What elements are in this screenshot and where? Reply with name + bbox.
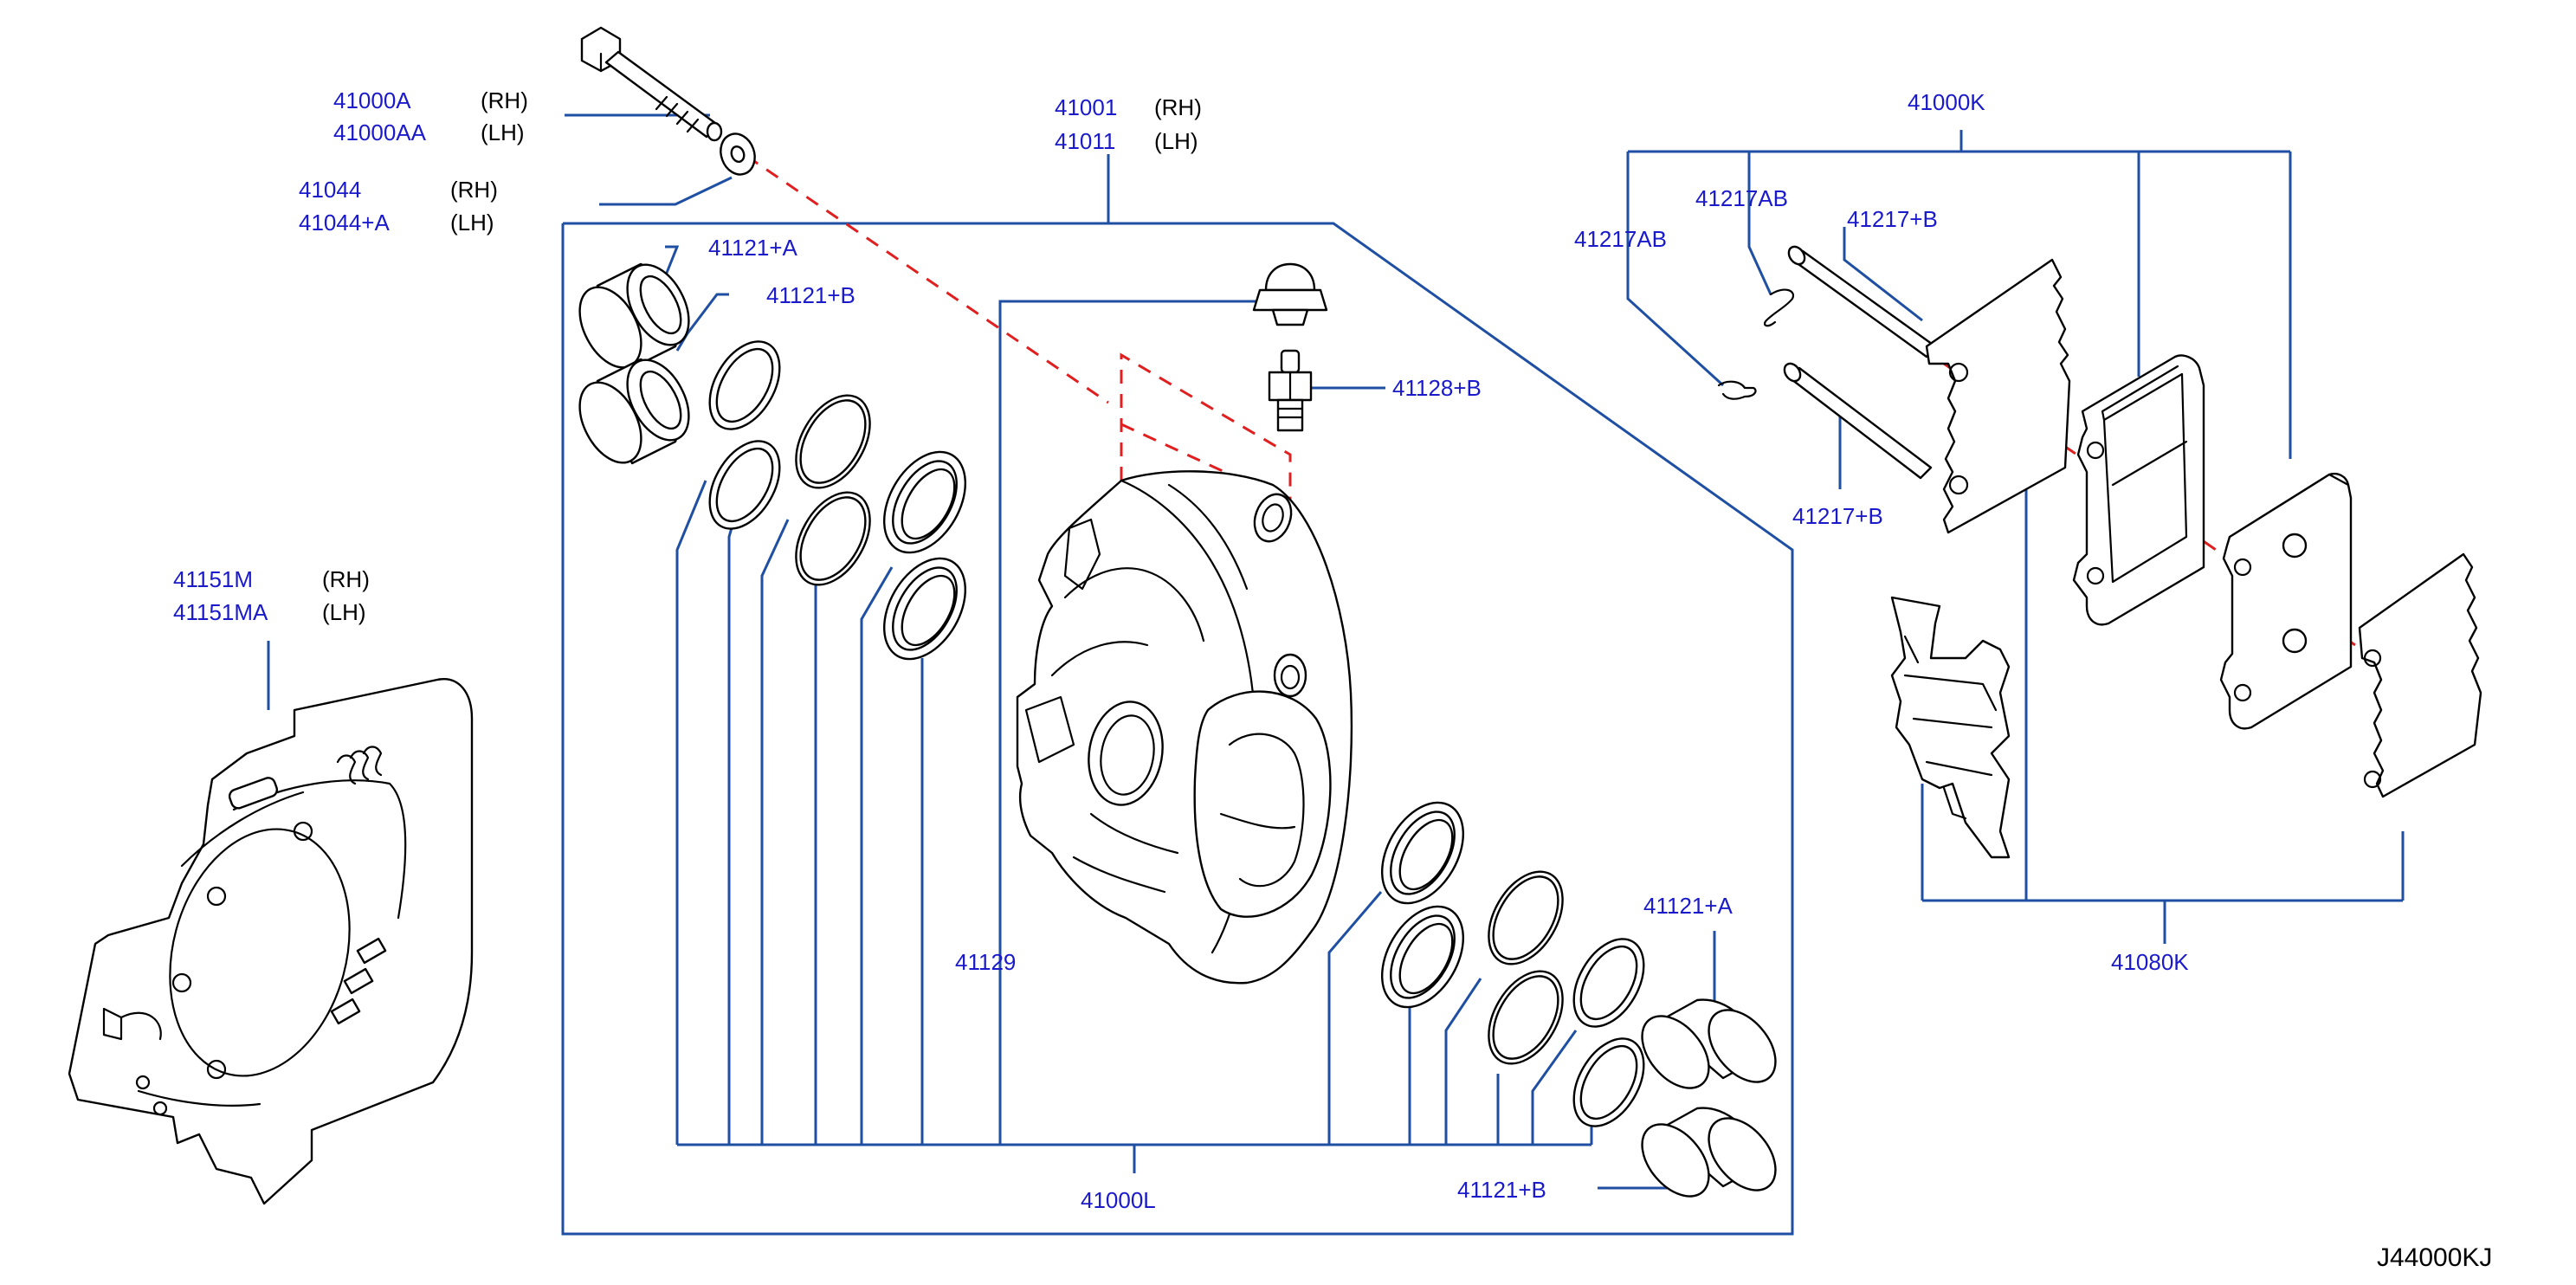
piston-icon[interactable] [567,350,701,473]
seal-ring-icon[interactable] [781,383,885,500]
shim-icon[interactable] [1925,258,2071,534]
label-seal-kit[interactable]: 41000L [1081,1187,1156,1213]
label-washer-lh-side: (LH) [450,210,494,236]
brake-pad-icon[interactable] [2072,354,2205,626]
seal-ring-icon[interactable] [868,544,982,673]
bleeder-screw-icon[interactable] [1268,349,1313,432]
caliper-icon[interactable] [1016,470,1353,985]
label-splash-lh[interactable]: 41151MA [173,599,268,625]
seal-ring-icon[interactable] [695,429,794,540]
label-bolt-lh[interactable]: 41000AA [333,119,427,145]
label-pin-a[interactable]: 41217+B [1847,206,1938,232]
label-bolt-lh-side: (LH) [481,119,525,145]
brake-pad-icon[interactable] [2219,473,2353,730]
splash-shield-icon[interactable] [68,678,474,1205]
pad-pin-icon[interactable] [1785,243,1937,358]
label-caliper-rh[interactable]: 41001 [1055,94,1117,120]
seal-ring-icon[interactable] [1365,892,1480,1021]
label-bolt-rh-side: (RH) [481,87,528,113]
anti-rattle-spring-icon[interactable] [1890,596,2011,859]
label-clip-a[interactable]: 41217AB [1695,185,1788,211]
label-piston-a-top[interactable]: 41121+A [708,235,798,261]
label-caliper-lh[interactable]: 41011 [1055,128,1115,154]
seal-ring-icon[interactable] [695,329,794,441]
seal-ring-icon[interactable] [1474,959,1578,1076]
label-piston-a-bottom[interactable]: 41121+A [1643,893,1733,919]
clip-icon[interactable] [1763,288,1795,327]
label-piston-b-bottom[interactable]: 41121+B [1457,1177,1546,1203]
seal-ring-icon[interactable] [1365,788,1480,917]
piston-icon[interactable] [1629,998,1789,1101]
label-bleeder[interactable]: 41128+B [1392,375,1482,401]
label-splash-lh-side: (LH) [322,599,366,625]
part-labels: 41000A (RH) 41000AA (LH) 41044 (RH) 4104… [173,87,2492,1272]
bolt-icon[interactable] [580,26,723,142]
label-washer-rh-side: (RH) [450,177,498,203]
label-piston-b-top[interactable]: 41121+B [766,282,855,308]
label-washer-lh[interactable]: 41044+A [299,210,390,236]
label-pad-set[interactable]: 41080K [2111,949,2189,975]
seal-ring-icon[interactable] [868,437,982,566]
label-splash-rh-side: (RH) [322,566,370,592]
label-pin-b[interactable]: 41217+B [1792,503,1883,529]
label-clip-b[interactable]: 41217AB [1574,226,1667,252]
leader-lines [267,113,2405,1236]
diagram-code: J44000KJ [2377,1243,2492,1272]
piston-icon[interactable] [567,255,701,378]
label-bleeder-cap[interactable]: 41129 [955,949,1016,975]
pad-pin-icon[interactable] [1781,360,1933,480]
bleeder-cap-icon[interactable] [1252,262,1328,326]
clip-icon[interactable] [1717,380,1757,400]
seal-ring-icon[interactable] [1559,927,1658,1038]
seal-ring-icon[interactable] [1474,859,1578,977]
label-caliper-lh-side: (LH) [1154,128,1198,154]
label-washer-rh[interactable]: 41044 [299,177,361,203]
seal-ring-icon[interactable] [781,480,885,597]
label-pad-kit[interactable]: 41000K [1908,89,1985,115]
label-bolt-rh[interactable]: 41000A [333,87,411,113]
label-splash-rh[interactable]: 41151M [173,566,253,592]
seal-ring-icon[interactable] [1559,1026,1658,1138]
label-caliper-rh-side: (RH) [1154,94,1202,120]
washer-icon[interactable] [715,129,760,179]
piston-icon[interactable] [1629,1106,1789,1209]
shim-icon[interactable] [2358,552,2482,798]
